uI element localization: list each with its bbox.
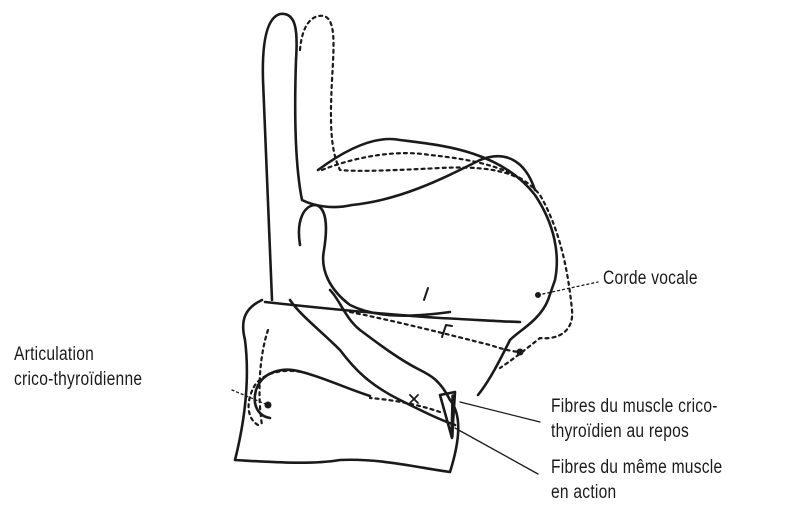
articulation-hook — [255, 370, 370, 418]
thyroid-horn-dashed — [300, 16, 522, 180]
label-fibres-action-line2: en action — [551, 482, 616, 504]
leader-fibres-action — [455, 428, 538, 474]
articulation-hook-dashed — [249, 371, 310, 425]
label-corde-vocale: Corde vocale — [603, 268, 698, 290]
cord-point — [536, 293, 541, 298]
label-fibres-repos-line1: Fibres du muscle crico- — [551, 396, 718, 418]
vocal-cord-tick — [424, 288, 428, 300]
x-marker — [410, 395, 418, 403]
thyroid-horn-solid — [263, 14, 535, 300]
label-articulation-line2: crico-thyroïdienne — [14, 369, 142, 391]
leader-articulation — [232, 390, 268, 405]
cricoid-arch — [290, 300, 455, 425]
cricoid-dashed — [260, 330, 440, 425]
label-fibres-repos-line2: thyroïdien au repos — [551, 421, 689, 443]
leader-fibres-repos — [460, 402, 540, 422]
label-articulation-line1: Articulation — [14, 344, 94, 366]
thyroid-point — [517, 349, 523, 355]
articulation-point — [265, 402, 271, 408]
vocal-cord — [265, 302, 520, 322]
cricothyroid-muscle-fibres-fill — [452, 396, 453, 436]
label-fibres-action-line1: Fibres du même muscle — [551, 457, 722, 479]
arytenoid-cartilage — [299, 205, 450, 316]
